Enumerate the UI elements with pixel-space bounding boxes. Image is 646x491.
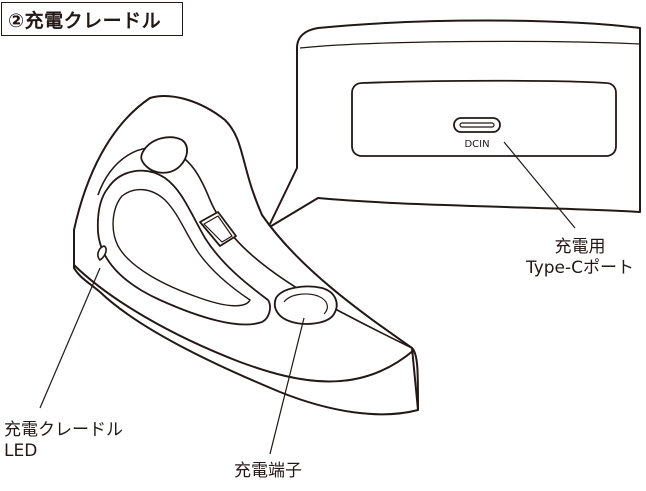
section-title: ②充電クレードル	[1, 2, 183, 36]
terminal-callout: 充電端子	[234, 461, 302, 481]
zoom-callout	[267, 19, 641, 229]
usb-port-label-line1: 充電用	[554, 237, 606, 257]
led-callout: 充電クレードル LED	[4, 420, 123, 462]
dcin-label: DCIN	[464, 139, 489, 150]
led-indicator	[97, 245, 107, 261]
leader-led	[39, 267, 101, 409]
port-panel	[351, 79, 617, 157]
cradle-bump	[140, 136, 188, 174]
charging-terminal	[273, 285, 338, 325]
usb-c-port-icon	[453, 117, 501, 133]
leader-terminal	[269, 317, 305, 455]
usb-port-label-line2: Type-Cポート	[525, 258, 635, 278]
cradle-body	[73, 95, 419, 416]
leader-usb-port	[503, 141, 576, 229]
led-label-line1: 充電クレードル	[4, 420, 123, 440]
usb-port-callout: 充電用 Type-Cポート	[520, 237, 640, 279]
led-label-line2: LED	[4, 441, 38, 461]
